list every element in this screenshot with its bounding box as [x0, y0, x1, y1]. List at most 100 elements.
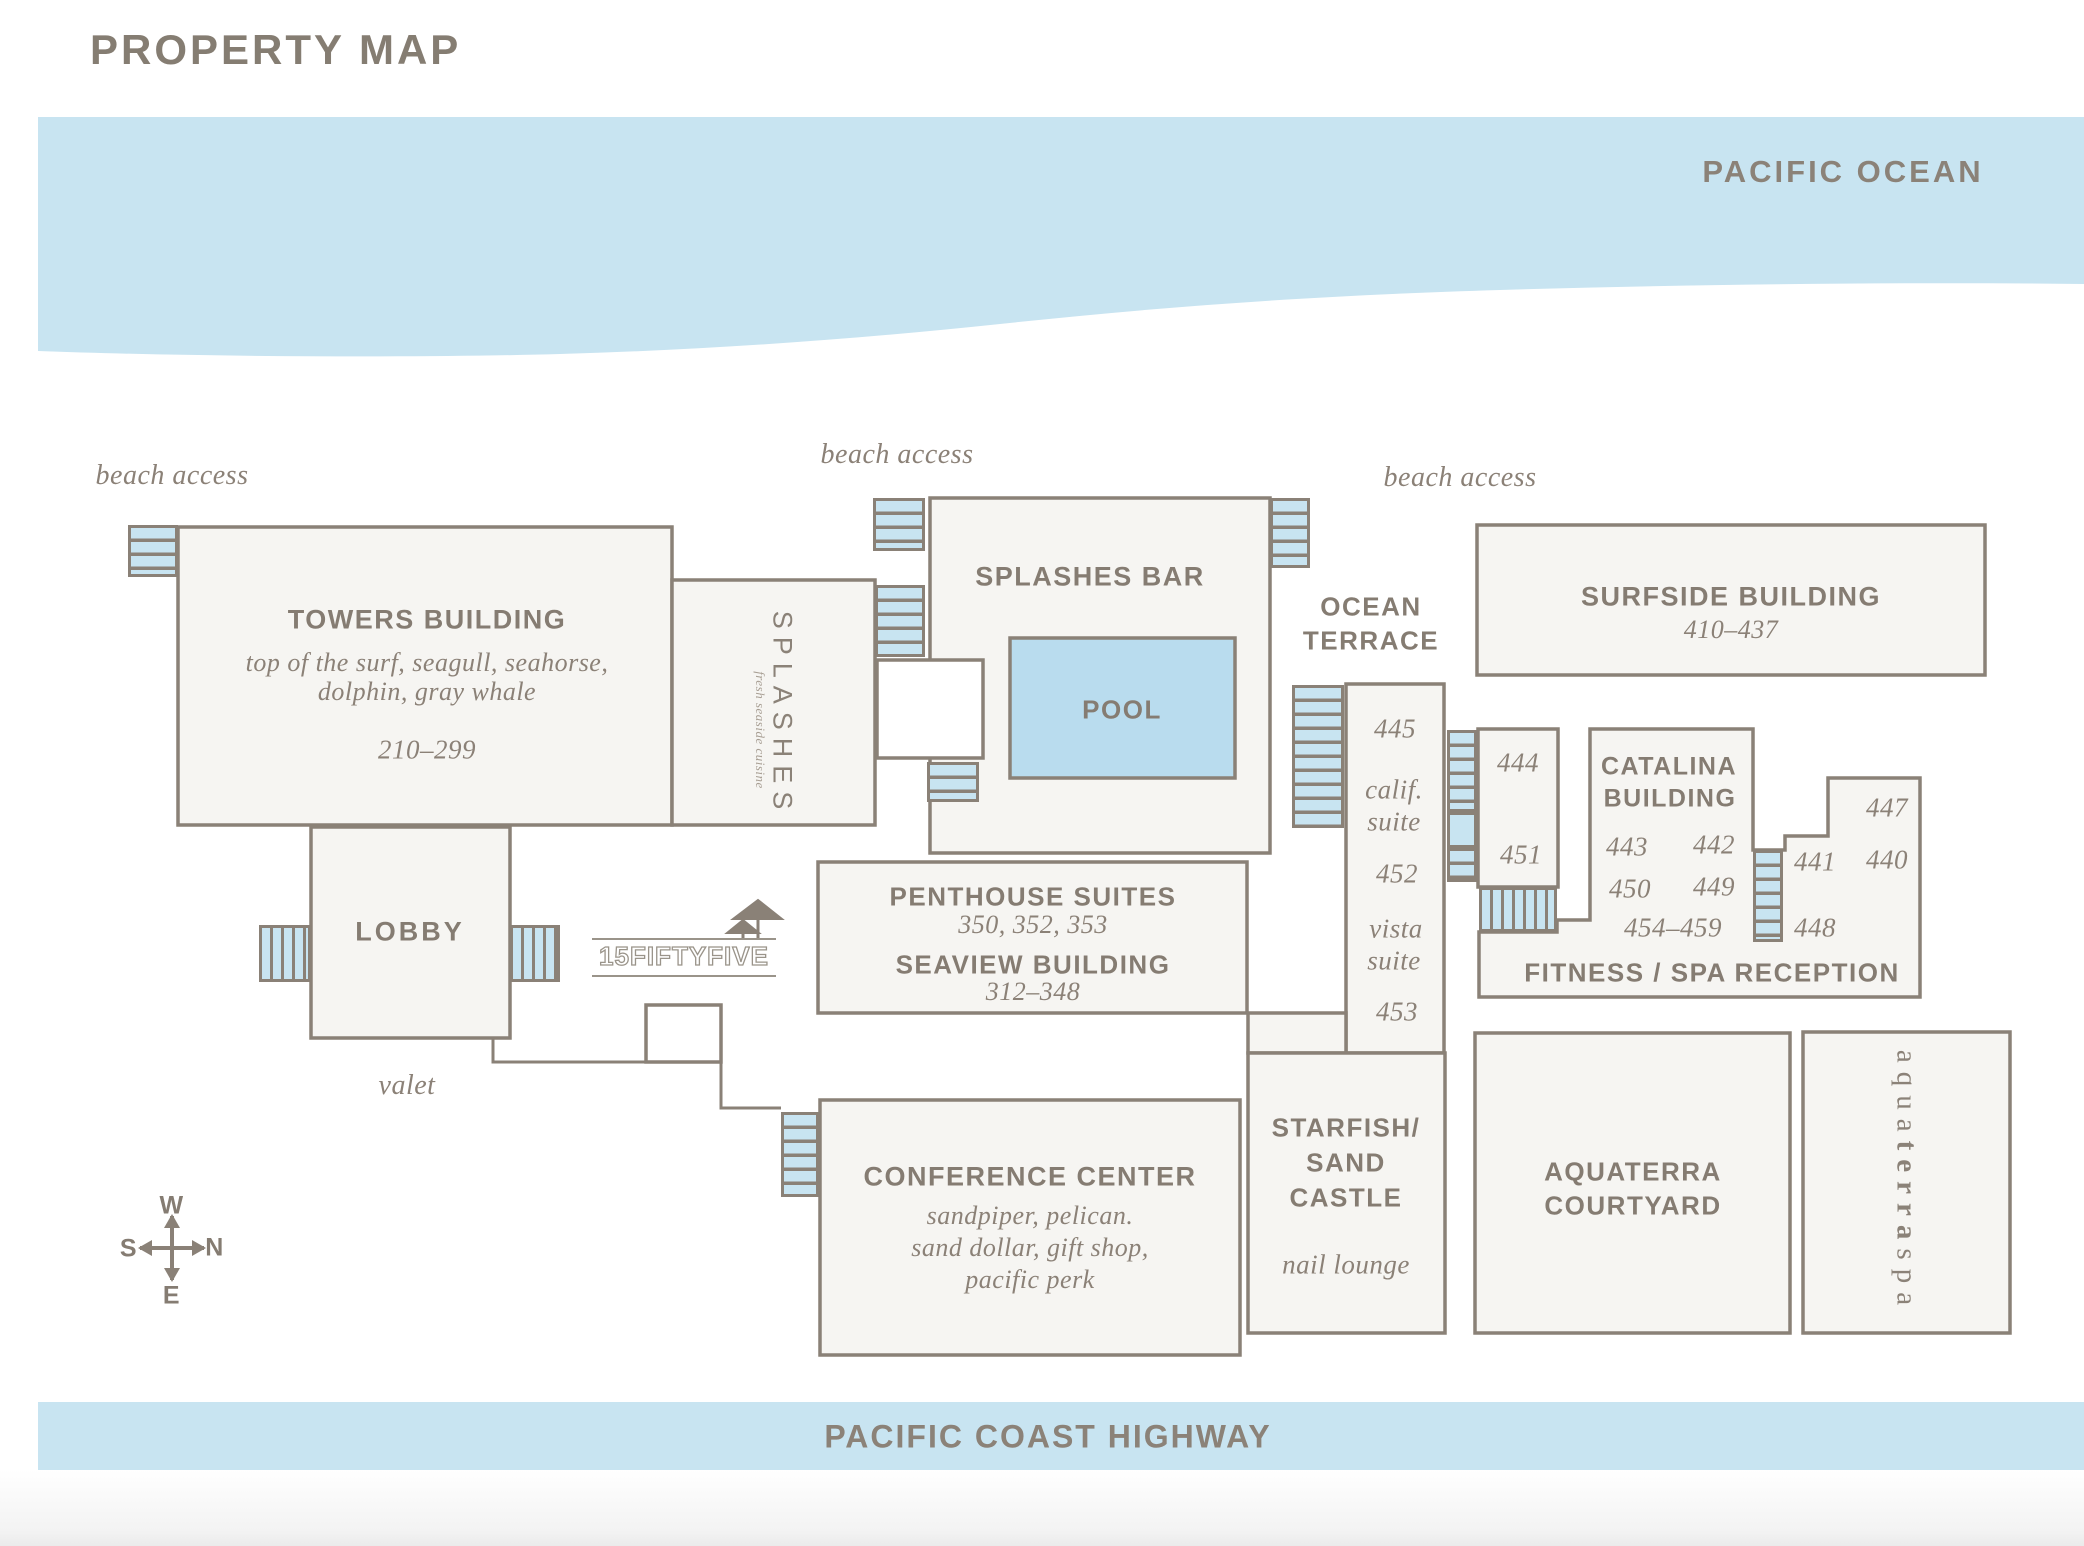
- towers-building-shape: [176, 525, 674, 827]
- room-label-447: 447: [1866, 792, 1908, 823]
- terrace-stairs: [1447, 848, 1477, 882]
- beach-access-label: beach access: [820, 439, 974, 470]
- room-label-451: 451: [1500, 839, 1542, 870]
- stair-landing: [1447, 812, 1477, 848]
- conference-center-desc: pacific perk: [965, 1265, 1095, 1294]
- room-label-453: 453: [1376, 996, 1418, 1027]
- compass-south-label: S: [119, 1234, 139, 1263]
- beach-stairs: [873, 498, 925, 551]
- room-label-454-459: 454–459: [1624, 912, 1722, 943]
- fifteen-fifty-five-logo: 15FIFTYFIVE: [592, 938, 776, 977]
- surfside-building-shape: [1475, 523, 1987, 677]
- spa-label-part: terra: [1890, 1140, 1923, 1249]
- compass-icon: [138, 1214, 206, 1282]
- room-label-442: 442: [1693, 829, 1735, 860]
- room-label-450: 450: [1609, 873, 1651, 904]
- starfish-sandcastle-shape: [1246, 1051, 1447, 1335]
- valet-label: valet: [378, 1070, 436, 1101]
- towers-building-label: TOWERS BUILDING: [287, 604, 567, 635]
- pool-stairs: [875, 585, 925, 657]
- lobby-entry-stairs: [259, 925, 311, 982]
- beach-access-label: beach access: [95, 460, 249, 491]
- towers-building-rooms: 210–299: [378, 734, 476, 765]
- aquaterra-courtyard-label: AQUATERRA: [1544, 1156, 1722, 1187]
- aquaterra-spa-label: aquaterraspa: [1890, 1050, 1923, 1314]
- pool-deck-shape: [875, 658, 985, 760]
- conference-center-desc: sandpiper, pelican.: [926, 1201, 1134, 1230]
- ocean-terrace-label: TERRACE: [1302, 625, 1440, 656]
- compass-east-label: E: [162, 1281, 182, 1310]
- room-label-448: 448: [1794, 912, 1836, 943]
- room-444-451-shape: [1476, 727, 1560, 889]
- terrace-stairs: [1447, 730, 1477, 812]
- conference-center-label: CONFERENCE CENTER: [863, 1161, 1197, 1192]
- aquaterra-courtyard-label: COURTYARD: [1544, 1190, 1722, 1221]
- surfside-building-label: SURFSIDE BUILDING: [1580, 581, 1882, 612]
- splashes-restaurant-label: SPLASHES: [767, 610, 798, 818]
- room-label-445: 445: [1374, 713, 1416, 744]
- walkway-path: [491, 1038, 646, 1064]
- spa-label-part: aqua: [1890, 1049, 1923, 1141]
- penthouse-suites-rooms: 350, 352, 353: [958, 910, 1108, 939]
- room-label-449: 449: [1693, 871, 1735, 902]
- room-label-441: 441: [1794, 846, 1836, 877]
- room-label-calif-suite: calif.: [1365, 774, 1423, 805]
- catalina-stairs: [1753, 850, 1783, 942]
- seaview-building-rooms: 312–348: [985, 977, 1081, 1006]
- room-label-443: 443: [1606, 831, 1648, 862]
- umbrella-icon: [724, 898, 785, 938]
- room-label-452: 452: [1376, 858, 1418, 889]
- splashes-restaurant-shape: [670, 578, 877, 827]
- catalina-building-label: BUILDING: [1603, 784, 1737, 813]
- catalina-fitness-complex-shape: [1477, 727, 1922, 999]
- room-label-vista-suite: suite: [1367, 945, 1421, 976]
- catalina-building-label: CATALINA: [1600, 752, 1738, 781]
- page-bottom-fade: [0, 1470, 2084, 1546]
- walkway-path: [719, 1062, 781, 1110]
- beach-stairs: [128, 525, 178, 577]
- pacific-ocean-shape: [38, 117, 2084, 357]
- spa-label-part: spa: [1890, 1248, 1923, 1315]
- ocean-terrace-label: OCEAN: [1320, 591, 1422, 622]
- towers-building-desc: dolphin, gray whale: [317, 677, 537, 706]
- conference-stairs: [781, 1112, 819, 1197]
- beach-stairs: [1270, 498, 1310, 568]
- surfside-building-rooms: 410–437: [1683, 615, 1779, 644]
- splashes-tagline: fresh seaside cuisine: [753, 671, 768, 789]
- pacific-ocean-label: PACIFIC OCEAN: [1702, 154, 1984, 189]
- pacific-coast-highway-label: PACIFIC COAST HIGHWAY: [824, 1418, 1272, 1455]
- seaview-building-label: SEAVIEW BUILDING: [895, 949, 1171, 980]
- towers-building-desc: top of the surf, seagull, seahorse,: [245, 648, 609, 677]
- nail-lounge-label: nail lounge: [1282, 1249, 1410, 1280]
- compass-west-label: W: [159, 1191, 185, 1220]
- aquaterra-courtyard-shape: [1473, 1031, 1792, 1335]
- pool-shape: [1008, 636, 1237, 780]
- splashes-bar-label: SPLASHES BAR: [975, 561, 1205, 592]
- pool-label: POOL: [1082, 694, 1162, 725]
- room-label-vista-suite: vista: [1369, 913, 1423, 944]
- lobby-label: LOBBY: [355, 916, 465, 947]
- starfish-sandcastle-label: SAND: [1306, 1147, 1386, 1178]
- beach-access-label: beach access: [1383, 462, 1537, 493]
- aquaterra-spa-shape: [1801, 1030, 2012, 1335]
- corridor-shape: [1246, 1011, 1348, 1055]
- conference-center-desc: sand dollar, gift shop,: [911, 1233, 1149, 1262]
- compass-north-label: N: [205, 1233, 225, 1262]
- pacific-coast-highway-shape: [38, 1402, 2084, 1470]
- starfish-sandcastle-label: STARFISH/: [1271, 1112, 1421, 1143]
- penthouse-suites-label: PENTHOUSE SUITES: [889, 881, 1177, 912]
- spa-walkway: [1479, 887, 1557, 932]
- room-label-440: 440: [1866, 844, 1908, 875]
- room-label-444: 444: [1497, 747, 1539, 778]
- penthouse-seaview-shape: [816, 860, 1249, 1015]
- ocean-terrace-stairs: [1292, 685, 1344, 828]
- valet-court-shape: [644, 1003, 723, 1064]
- pool-stairs: [927, 762, 979, 802]
- page-title: PROPERTY MAP: [90, 26, 462, 73]
- conference-center-shape: [818, 1098, 1242, 1357]
- starfish-sandcastle-label: CASTLE: [1289, 1182, 1403, 1213]
- fitness-spa-reception-label: FITNESS / SPA RECEPTION: [1524, 957, 1900, 988]
- room-label-calif-suite: suite: [1367, 806, 1421, 837]
